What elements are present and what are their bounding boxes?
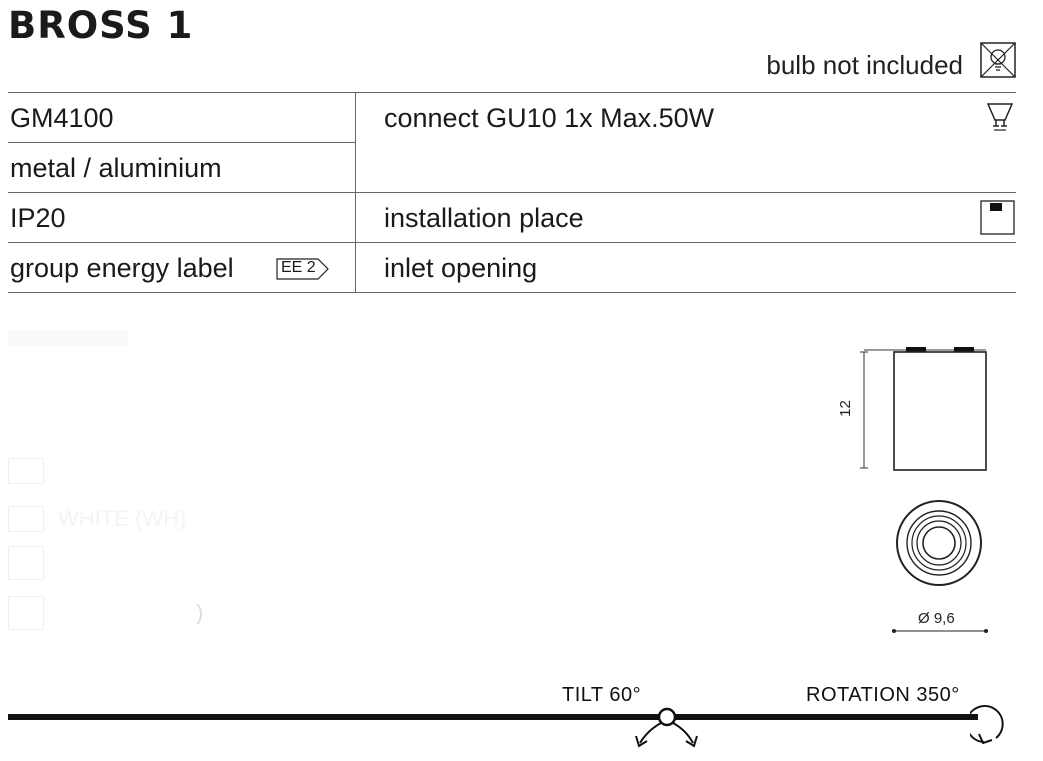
energy-label-text: group energy label (10, 253, 234, 283)
table-bottom-line (8, 292, 1016, 293)
diameter-dimension: Ø 9,6 (918, 610, 955, 627)
material: metal / aluminium (10, 153, 222, 183)
ceiling-mount-icon (980, 200, 1015, 235)
bottom-view-drawing (896, 500, 982, 586)
product-title: BROSS 1 (8, 4, 194, 47)
table-row-line (8, 242, 1016, 243)
tilt-arrows-icon (635, 707, 698, 748)
energy-badge-text: EE 2 (281, 259, 316, 276)
ghost-color-label: WHITE (WH) (58, 506, 187, 531)
rotation-arrow-icon (970, 705, 1004, 745)
connect-spec: connect GU10 1x Max.50W (384, 103, 715, 133)
ghost-swatch (8, 506, 44, 532)
ghost-bar (8, 330, 128, 346)
ghost-paren: ) (196, 600, 204, 625)
table-top-line (8, 92, 1016, 93)
ghost-swatch (8, 458, 44, 484)
table-divider (355, 92, 356, 292)
ip-rating: IP20 (10, 203, 66, 233)
product-code: GM4100 (10, 103, 114, 133)
ghost-swatch (8, 596, 44, 630)
gu10-bulb-icon (986, 103, 1014, 131)
height-dimension: 12 (836, 400, 854, 417)
bottom-rule (8, 714, 978, 720)
energy-badge: EE 2 (276, 258, 330, 280)
rotation-label: ROTATION 350° (806, 684, 960, 706)
table-row-line (8, 192, 1016, 193)
side-view-drawing (860, 347, 987, 471)
inlet-opening: inlet opening (384, 253, 538, 283)
tilt-label: TILT 60° (562, 684, 642, 706)
installation-place: installation place (384, 203, 584, 233)
table-row-line (8, 142, 355, 143)
diameter-line (892, 629, 988, 633)
no-bulb-icon (980, 42, 1016, 78)
ghost-swatch (8, 546, 44, 580)
bulb-note: bulb not included (766, 50, 963, 80)
